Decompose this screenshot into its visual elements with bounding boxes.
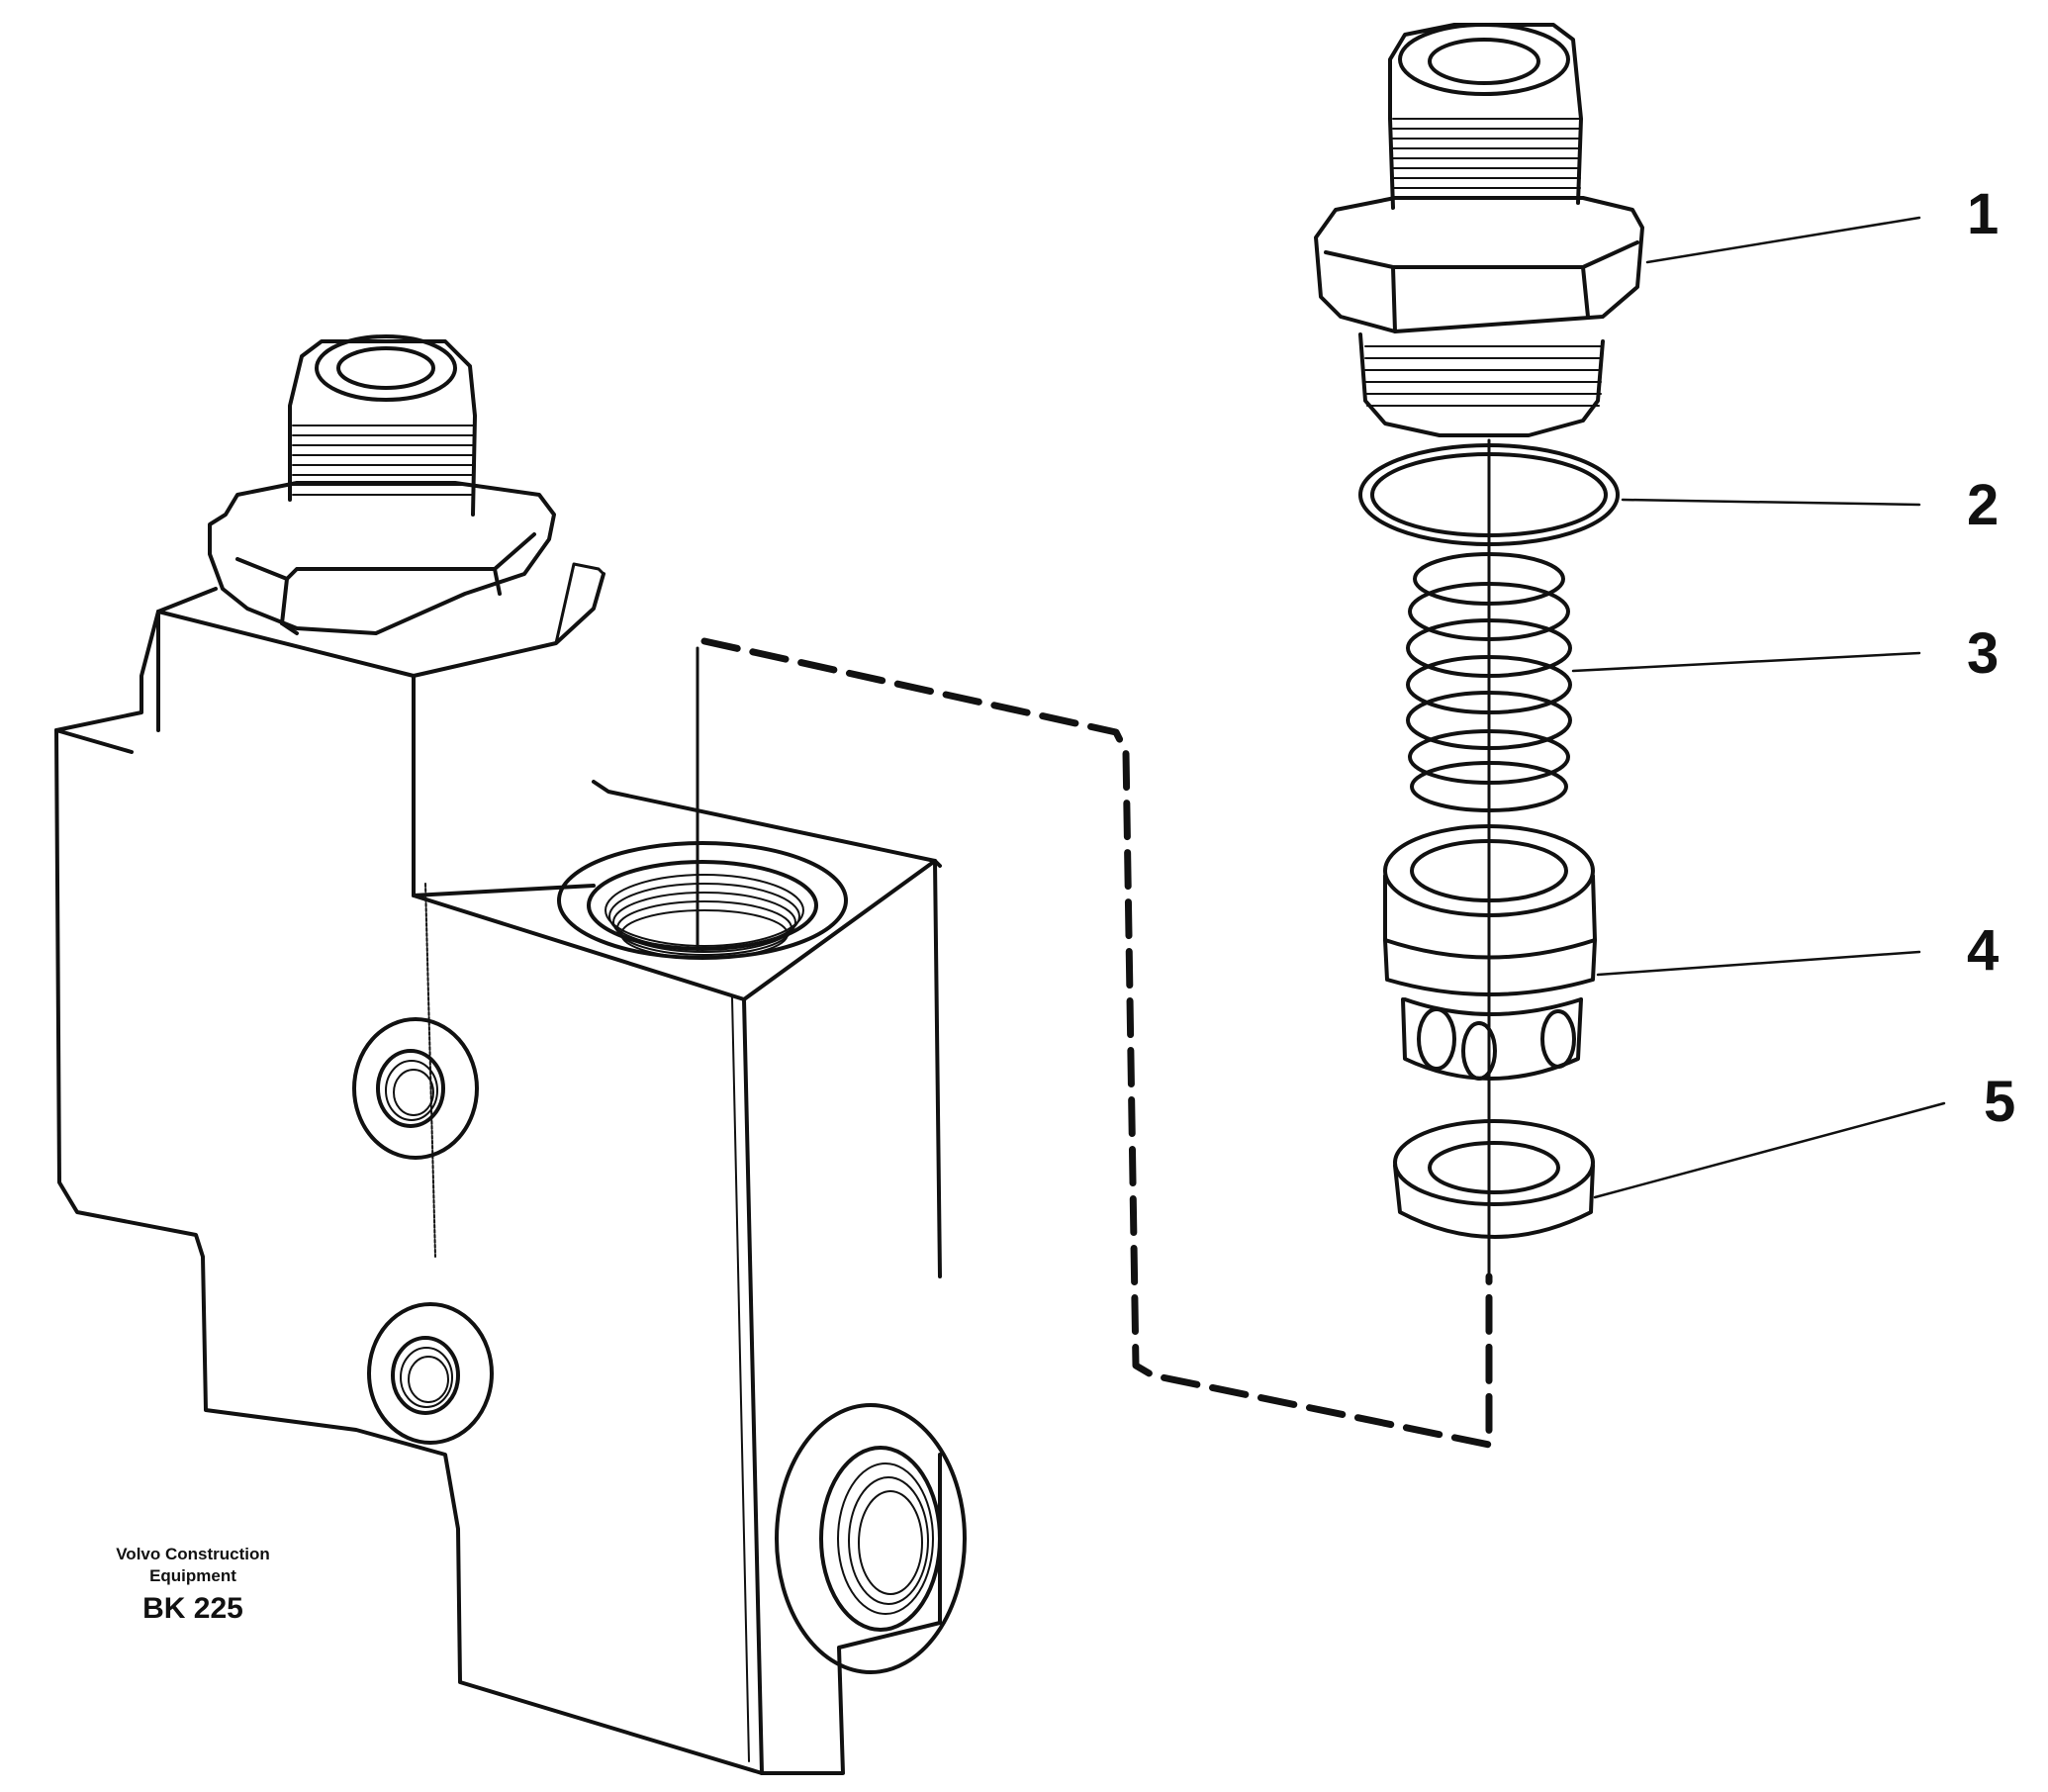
credit-line-1: Volvo Construction — [116, 1545, 270, 1563]
valve-block — [54, 562, 967, 1775]
callout-3: 3 — [1967, 621, 2000, 686]
assembly-path-dashed — [700, 637, 1493, 1449]
callout-4: 4 — [1967, 918, 2000, 983]
credit-line-2: Equipment — [149, 1566, 236, 1585]
part-4-poppet — [1383, 824, 1597, 1081]
block-fitting — [208, 334, 556, 635]
leader-lines — [1571, 216, 1946, 1199]
callout-1: 1 — [1967, 182, 2000, 246]
publisher-credit: Volvo Construction Equipment BK 225 — [94, 1544, 292, 1627]
drawing-code: BK 225 — [142, 1592, 243, 1625]
part-2-o-ring — [1358, 443, 1620, 546]
part-1-fitting — [1314, 23, 1644, 437]
callout-5: 5 — [1984, 1070, 2016, 1134]
part-5-seat — [1393, 1119, 1595, 1239]
callout-2: 2 — [1967, 473, 2000, 537]
part-3-spring — [1406, 552, 1572, 812]
